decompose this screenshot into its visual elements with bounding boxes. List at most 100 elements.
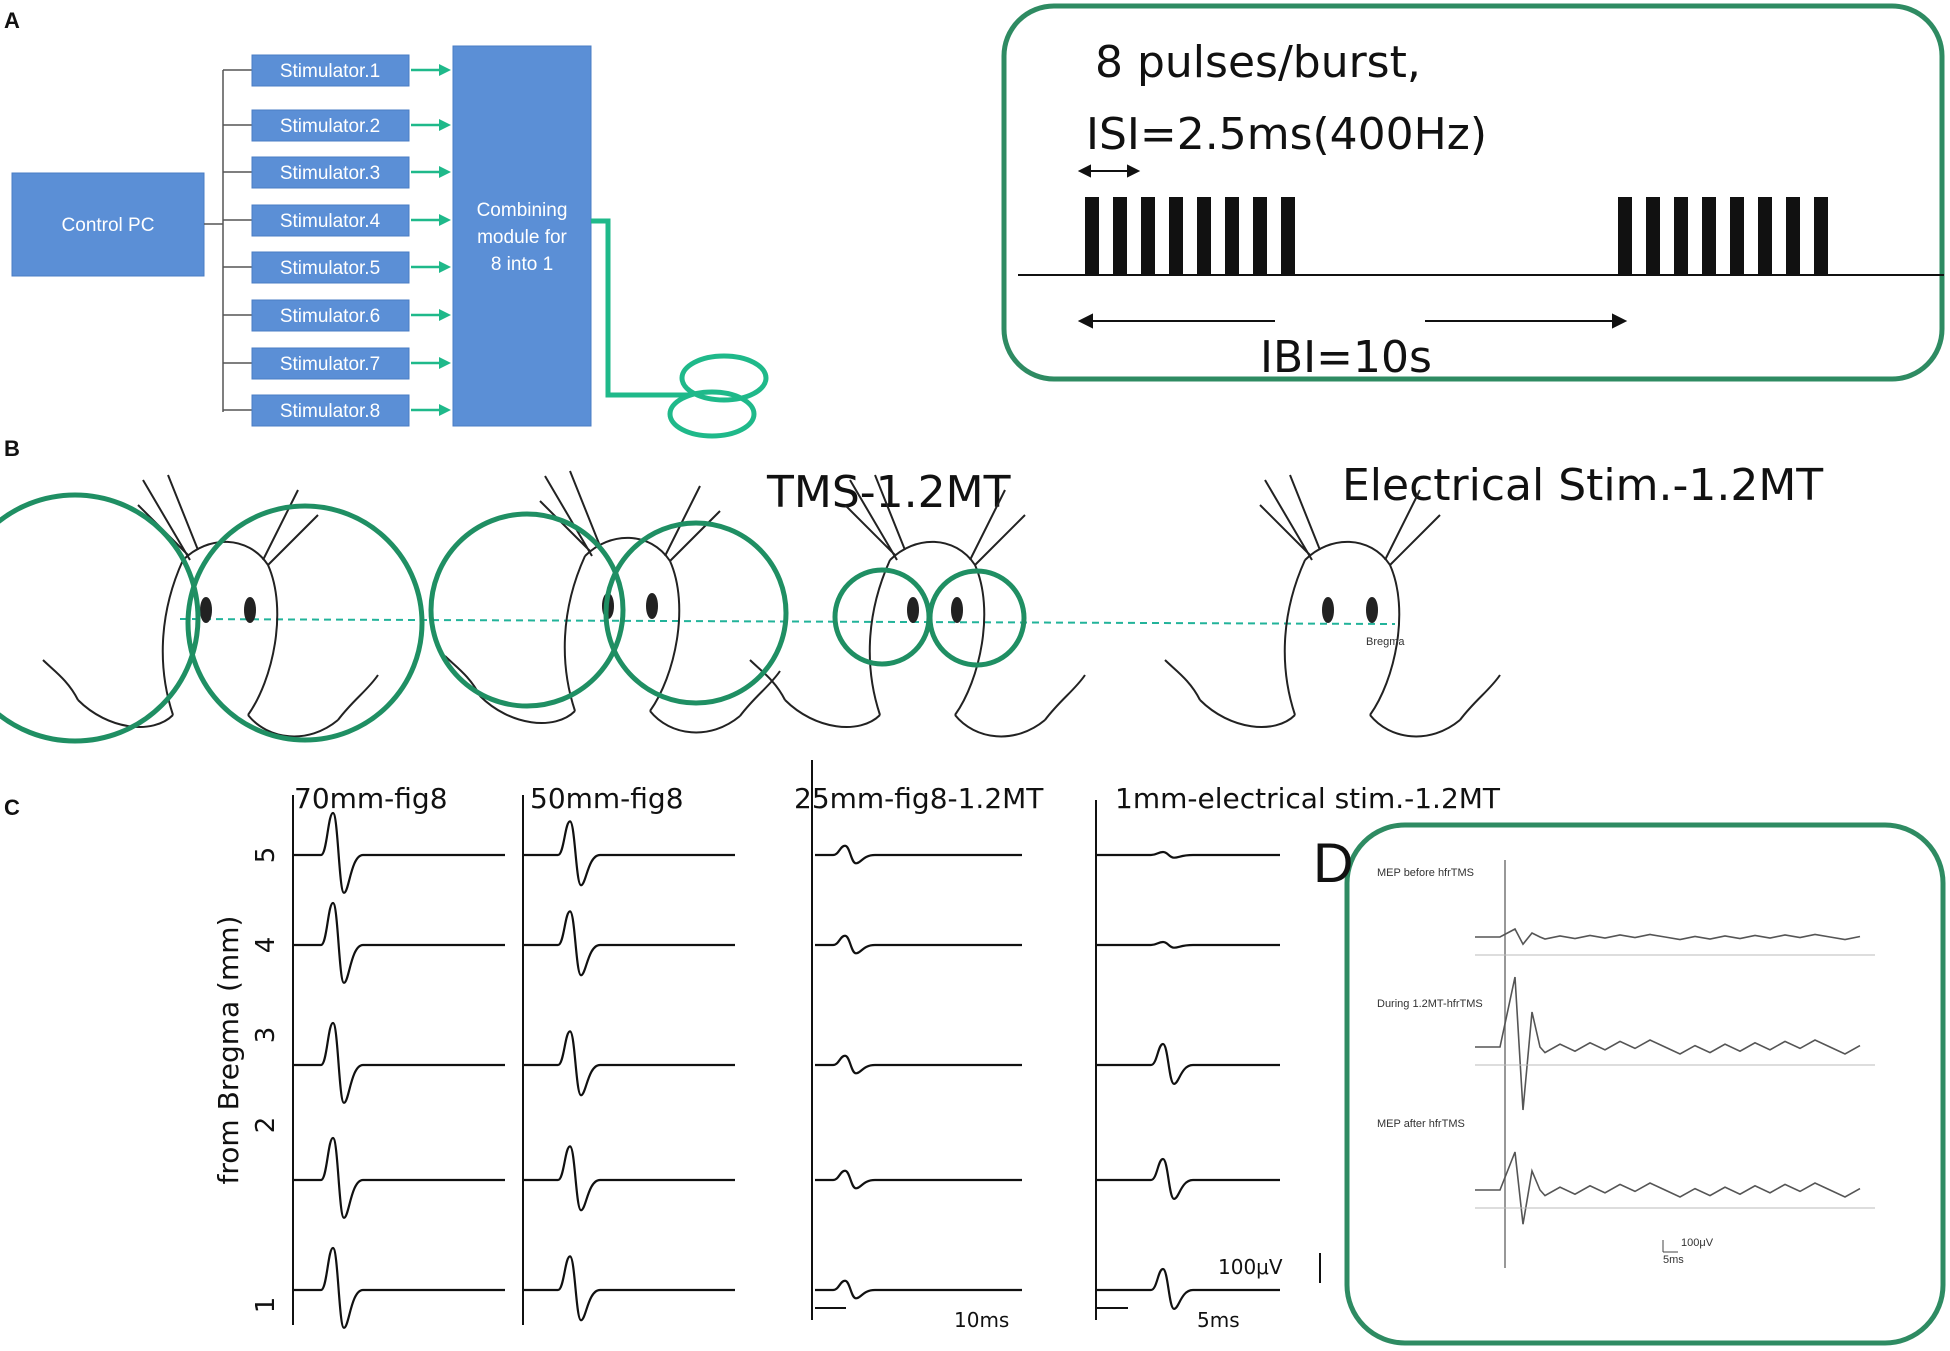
column-label-4: 1mm-electrical stim.-1.2MT [1115, 782, 1501, 815]
mep-trace [815, 1054, 1022, 1075]
pulse-bursts [1085, 197, 1828, 275]
scale-bars [815, 1253, 1321, 1309]
pulse-bar [1730, 197, 1744, 275]
position-labels: 5 4 3 2 1 [251, 847, 281, 1314]
arrow-head [439, 357, 451, 369]
arrow-head [439, 261, 451, 273]
mep-trace [293, 811, 505, 894]
combiner-line-1: Combining [477, 200, 568, 221]
pulse-bar [1814, 197, 1828, 275]
column-label-2: 50mm-fig8 [530, 782, 684, 815]
mep-trace [523, 1255, 735, 1322]
rat-head-icon [42, 474, 379, 738]
stimulator-label: Stimulator.8 [280, 401, 380, 422]
arrow-head [439, 404, 451, 416]
bregma-label: Bregma [1366, 636, 1405, 648]
mep-trace [1097, 1157, 1280, 1200]
control-pc-box: Control PC [11, 172, 205, 277]
pulse-train-box: 8 pulses/burst, ISI=2.5ms(400Hz) IBI=10s [1001, 3, 1945, 383]
position-label: 4 [251, 937, 281, 954]
y-axis-label: from Bregma (mm) [212, 916, 245, 1185]
pulse-bar [1618, 197, 1632, 275]
pulse-bar [1281, 197, 1295, 275]
mep-trace [1097, 940, 1280, 949]
isi-arrow [1077, 164, 1141, 178]
stimulator-box [251, 251, 410, 284]
mep-trace [815, 1279, 1022, 1300]
pulse-bar [1225, 197, 1239, 275]
d-label-3: MEP after hfrTMS [1377, 1118, 1465, 1130]
pulse-bar [1169, 197, 1183, 275]
position-label: 2 [251, 1117, 281, 1134]
arrow-head [439, 64, 451, 76]
scale-amplitude-label: 100μV [1218, 1255, 1283, 1279]
mep-trace [1097, 1042, 1280, 1085]
stimulator-list: Stimulator.1Stimulator.2Stimulator.3Stim… [223, 54, 451, 427]
panel-d-traces [1475, 927, 1875, 1225]
rat-head-icon [749, 474, 1086, 738]
panel-d-box: D MEP before hfrTMS During 1.2MT-hfrTMS … [1313, 822, 1946, 1346]
stimulator-box [251, 299, 410, 332]
pulse-bar [1141, 197, 1155, 275]
mep-trace [815, 1169, 1022, 1190]
stimulator-box [251, 156, 410, 189]
mep-trace [815, 844, 1022, 865]
position-label: 5 [251, 847, 281, 864]
mep-trace [293, 901, 505, 984]
rat-head-illustrations [42, 470, 1501, 738]
rat-head-icon [444, 470, 781, 734]
arrow-head [439, 166, 451, 178]
d-scale-bar [1662, 1240, 1678, 1253]
stimulator-box [251, 347, 410, 380]
pulse-bar [1674, 197, 1688, 275]
pulse-train-line-2: ISI=2.5ms(400Hz) [1086, 109, 1487, 160]
pulse-bar [1113, 197, 1127, 275]
panel-letter-c: C [4, 795, 20, 820]
panel-d-trace [1475, 927, 1861, 946]
pulse-bar [1758, 197, 1772, 275]
combiner-line-2: module for [477, 227, 567, 248]
stimulator-bus-lines [204, 70, 224, 412]
figure8-coil-icon [591, 218, 769, 439]
stimulator-box [251, 394, 410, 427]
mep-trace [523, 820, 735, 887]
stimulator-label: Stimulator.2 [280, 116, 380, 137]
d-scale-amplitude: 100μV [1681, 1237, 1714, 1249]
column-label-3: 25mm-fig8-1.2MT [794, 782, 1044, 815]
arrow-head [439, 309, 451, 321]
d-label-2: During 1.2MT-hfrTMS [1377, 998, 1483, 1010]
d-label-1: MEP before hfrTMS [1377, 867, 1474, 879]
position-label: 3 [251, 1027, 281, 1044]
stimulator-label: Stimulator.3 [280, 163, 380, 184]
pulse-bar [1197, 197, 1211, 275]
scale-time-label-2: 5ms [1197, 1308, 1240, 1332]
stimulator-label: Stimulator.5 [280, 258, 380, 279]
stimulator-box [251, 109, 410, 142]
mep-trace [523, 1145, 735, 1212]
stimulator-label: Stimulator.7 [280, 354, 380, 375]
stimulator-box [251, 54, 410, 87]
position-label: 1 [251, 1297, 281, 1314]
stimulator-label: Stimulator.1 [280, 61, 380, 82]
panel-letter-a: A [4, 8, 20, 33]
column-label-1: 70mm-fig8 [294, 782, 448, 815]
arrow-head [439, 214, 451, 226]
ibi-label: IBI=10s [1260, 332, 1432, 383]
pulse-bar [1253, 197, 1267, 275]
pulse-train-line-1: 8 pulses/burst, [1095, 37, 1421, 88]
scale-time-label-1: 10ms [954, 1308, 1009, 1332]
pulse-bar [1702, 197, 1716, 275]
ibi-arrows [1077, 313, 1628, 329]
pulse-bar [1085, 197, 1099, 275]
mep-trace [293, 1246, 505, 1329]
pulse-bar [1646, 197, 1660, 275]
coil-circles [0, 492, 1027, 744]
bregma-dashed-line [179, 618, 1396, 625]
electrical-stim-label: Electrical Stim.-1.2MT [1342, 460, 1823, 511]
mep-trace [293, 1136, 505, 1219]
panel-d-trace [1475, 1151, 1861, 1225]
mep-traces [293, 811, 1280, 1329]
column-separators [292, 760, 1097, 1325]
combiner-line-3: 8 into 1 [491, 254, 553, 275]
stimulator-box [251, 204, 410, 237]
